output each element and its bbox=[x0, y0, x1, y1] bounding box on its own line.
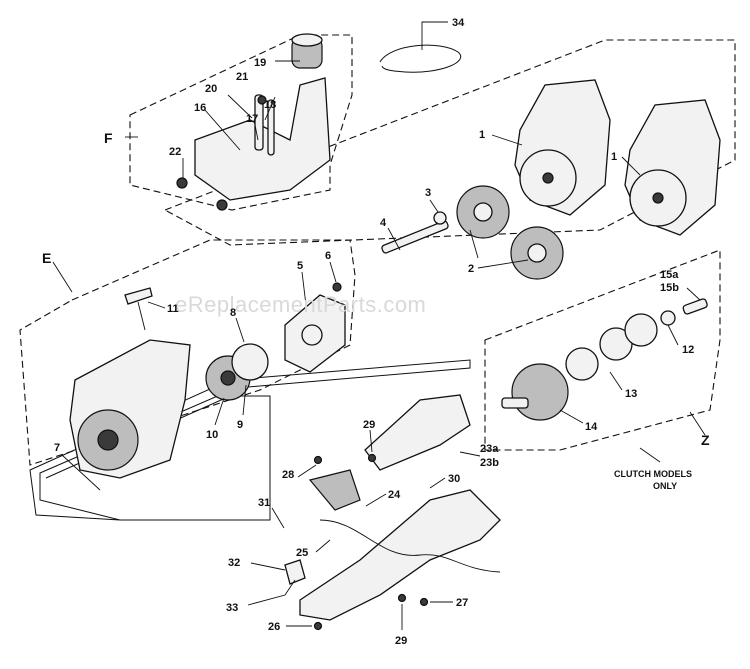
group-z-boundary bbox=[484, 249, 721, 451]
callout-8: 8 bbox=[230, 307, 236, 319]
callout-23a: 23a bbox=[480, 443, 499, 455]
callout-28: 28 bbox=[282, 469, 294, 481]
callout-6: 6 bbox=[325, 250, 331, 262]
callout-5: 5 bbox=[297, 260, 303, 272]
callout-31: 31 bbox=[258, 497, 270, 509]
screw-29b-part bbox=[397, 593, 407, 603]
engine-clutch-shaft bbox=[652, 192, 664, 204]
callout-15a: 15a bbox=[660, 269, 679, 281]
trigger-lever-part bbox=[284, 559, 306, 585]
callout-9: 9 bbox=[237, 419, 243, 431]
pulley-center bbox=[220, 370, 236, 386]
sleeve-part bbox=[682, 298, 708, 315]
group-e-label: E bbox=[42, 250, 51, 266]
spring-part bbox=[231, 343, 269, 381]
clutch-drum-part bbox=[511, 363, 569, 421]
watermark-text: eReplacementParts.com bbox=[175, 292, 426, 317]
callout-1a: 1 bbox=[479, 129, 485, 141]
washer-12-part bbox=[660, 310, 676, 326]
fuel-line-part-2 bbox=[267, 99, 275, 156]
screw-28-part bbox=[313, 455, 323, 465]
callout-21: 21 bbox=[236, 71, 248, 83]
flywheel-hub bbox=[473, 202, 493, 222]
callout-7: 7 bbox=[54, 442, 60, 454]
callout-18: 18 bbox=[264, 99, 276, 111]
callout-24: 24 bbox=[388, 489, 401, 501]
callout-17: 17 bbox=[246, 113, 258, 125]
callout-14: 14 bbox=[585, 421, 598, 433]
callout-32: 32 bbox=[228, 557, 240, 569]
engine-group-boundary bbox=[163, 39, 736, 246]
callout-25: 25 bbox=[296, 547, 308, 559]
callout-23b: 23b bbox=[480, 457, 499, 469]
fuel-cap-top bbox=[291, 33, 323, 47]
callout-29b: 29 bbox=[395, 635, 407, 647]
starter-rope-part bbox=[137, 301, 146, 331]
clutch-shoe-part bbox=[565, 347, 599, 381]
group-f-label: F bbox=[104, 130, 113, 146]
engine-shaft bbox=[542, 172, 554, 184]
throttle-trigger-part bbox=[308, 469, 361, 511]
callout-22: 22 bbox=[169, 146, 181, 158]
starter-handle-part bbox=[124, 287, 153, 305]
callout-16: 16 bbox=[194, 102, 206, 114]
group-e-boundary bbox=[19, 239, 356, 466]
callout-34: 34 bbox=[452, 17, 465, 29]
screw-26-part bbox=[313, 621, 323, 631]
callout-4: 4 bbox=[380, 217, 387, 229]
callout-11: 11 bbox=[167, 303, 179, 315]
group-z-label: Z bbox=[701, 432, 710, 448]
callout-27: 27 bbox=[456, 597, 468, 609]
callout-26: 26 bbox=[268, 621, 280, 633]
flywheel-hub-2 bbox=[527, 243, 547, 263]
grommet-part bbox=[257, 95, 267, 105]
clutch-models-note-line1: CLUTCH MODELS bbox=[614, 469, 692, 479]
callout-30: 30 bbox=[448, 473, 460, 485]
callout-15b: 15b bbox=[660, 282, 679, 294]
washer-part bbox=[433, 211, 447, 225]
starter-cover-hole bbox=[301, 324, 323, 346]
clutch-shoe-part-3 bbox=[624, 313, 658, 347]
clutch-drum-shaft bbox=[501, 397, 529, 409]
throttle-handle-part bbox=[299, 489, 501, 621]
clutch-models-note-line2: ONLY bbox=[653, 481, 677, 491]
callout-numbers: 34 19 21 20 18 16 17 22 1 1 3 4 2 5 6 11… bbox=[54, 17, 694, 647]
leader-lines bbox=[52, 21, 706, 630]
screw-22-part bbox=[176, 177, 188, 189]
callout-13: 13 bbox=[625, 388, 637, 400]
retaining-ring-part bbox=[379, 44, 461, 73]
screw-22b-part bbox=[216, 199, 228, 211]
callout-12: 12 bbox=[682, 344, 694, 356]
callout-29a: 29 bbox=[363, 419, 375, 431]
callout-1b: 1 bbox=[611, 151, 617, 163]
starter-housing-center bbox=[97, 429, 119, 451]
handle-shield-part bbox=[364, 394, 471, 471]
callout-19: 19 bbox=[254, 57, 266, 69]
callout-33: 33 bbox=[226, 602, 238, 614]
screw-6-part bbox=[332, 282, 342, 292]
callout-3: 3 bbox=[425, 187, 431, 199]
throttle-wire-part bbox=[319, 519, 501, 573]
shaft-part bbox=[381, 220, 449, 254]
callout-2: 2 bbox=[468, 263, 474, 275]
callout-20: 20 bbox=[205, 83, 217, 95]
callout-10: 10 bbox=[206, 429, 218, 441]
screw-29-part bbox=[367, 453, 377, 463]
screw-27-part bbox=[419, 597, 429, 607]
